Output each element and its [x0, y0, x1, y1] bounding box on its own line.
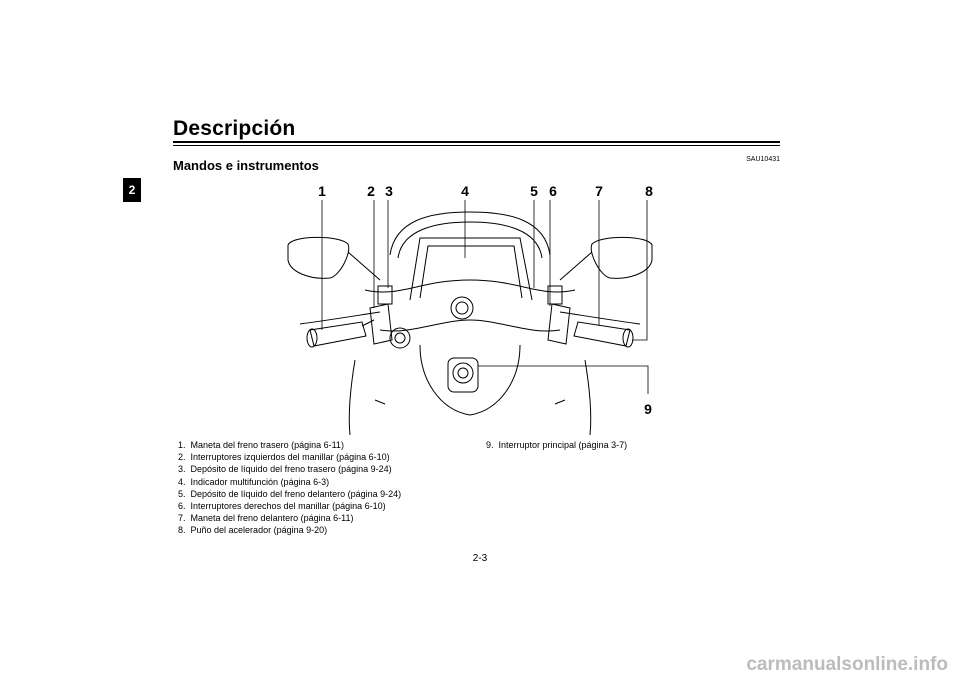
callout-6: 6 — [549, 183, 557, 199]
chapter-tab: 2 — [123, 178, 141, 202]
legend-item: 1. Maneta del freno trasero (página 6-11… — [178, 439, 478, 451]
scooter-controls-illustration: 1 2 3 4 5 6 7 8 9 — [287, 183, 653, 435]
legend-right: 9. Interruptor principal (página 3-7) — [486, 439, 766, 451]
legend-text: Depósito de líquido del freno delantero … — [190, 488, 402, 499]
legend-text: Puño del acelerador (página 9-20) — [190, 525, 328, 536]
callout-3: 3 — [385, 183, 393, 199]
legend-item: 4. Indicador multifunción (página 6-3) — [178, 476, 478, 488]
legend-text: Interruptor principal (página 3-7) — [498, 440, 628, 450]
legend-left: 1. Maneta del freno trasero (página 6-11… — [178, 439, 478, 537]
page-number: 2-3 — [472, 553, 488, 564]
legend-text: Maneta del freno trasero (página 6-11) — [190, 440, 344, 450]
callout-1: 1 — [318, 183, 326, 199]
legend-number: 6. — [178, 501, 186, 512]
legend-number: 2. — [178, 452, 186, 463]
legend-item: 3. Depósito de líquido del freno trasero… — [178, 463, 478, 475]
title-rule — [173, 141, 780, 143]
legend-text: Interruptores izquierdos del manillar (p… — [190, 452, 390, 463]
legend-number: 7. — [178, 513, 186, 524]
legend-item: 5. Depósito de líquido del freno delante… — [178, 488, 478, 500]
legend-item: 7. Maneta del freno delantero (página 6-… — [178, 512, 478, 524]
legend-number: 4. — [178, 476, 186, 487]
legend-text: Interruptores derechos del manillar (pág… — [190, 501, 386, 512]
legend-text: Depósito de líquido del freno trasero (p… — [190, 464, 392, 475]
legend-item: 9. Interruptor principal (página 3-7) — [486, 439, 766, 451]
section-code: SAU10431 — [746, 156, 780, 163]
callout-7: 7 — [595, 183, 603, 199]
legend-number: 9. — [486, 440, 494, 450]
legend-number: 5. — [178, 488, 186, 499]
legend-number: 1. — [178, 440, 186, 450]
callout-9: 9 — [644, 401, 652, 417]
legend-item: 6. Interruptores derechos del manillar (… — [178, 500, 478, 512]
callout-5: 5 — [530, 183, 538, 199]
subtitle: Mandos e instrumentos — [173, 158, 319, 173]
legend-text: Indicador multifunción (página 6-3) — [190, 476, 330, 487]
watermark: carmanualsonline.info — [746, 654, 948, 675]
legend-item: 8. Puño del acelerador (página 9-20) — [178, 524, 478, 536]
callout-8: 8 — [645, 183, 653, 199]
legend-number: 8. — [178, 525, 186, 536]
legend-text: Maneta del freno delantero (página 6-11) — [190, 513, 354, 524]
callout-2: 2 — [367, 183, 375, 199]
section-title: Descripción — [173, 117, 296, 140]
title-rule-thin — [173, 145, 780, 146]
callout-4: 4 — [461, 183, 469, 199]
legend-item: 2. Interruptores izquierdos del manillar… — [178, 451, 478, 463]
legend-number: 3. — [178, 464, 186, 475]
